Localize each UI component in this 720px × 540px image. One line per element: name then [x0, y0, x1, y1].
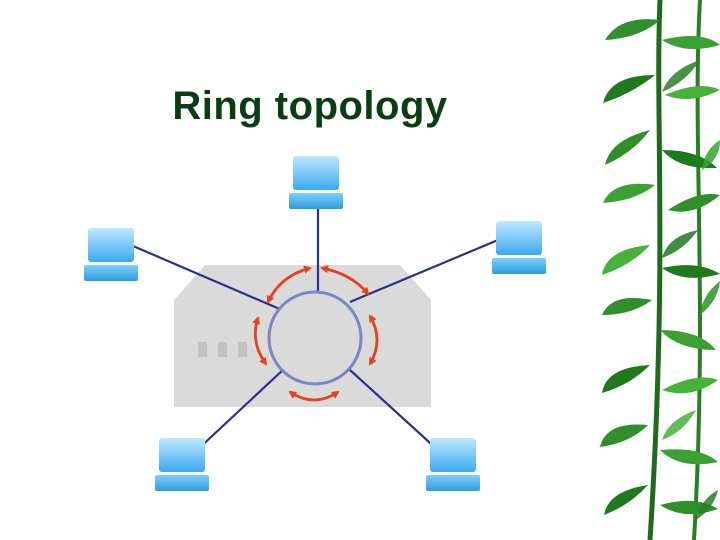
computer-icon: [159, 438, 205, 472]
cable-left: [132, 244, 283, 312]
computer-icon: [496, 221, 542, 255]
computer-right: [492, 221, 546, 274]
slide-title: Ring topology: [172, 84, 448, 128]
computer-left: [84, 228, 138, 281]
arrow-top-right: [320, 265, 370, 296]
cable-bottom-left: [194, 367, 286, 453]
computer-icon: [430, 438, 476, 472]
bamboo-leaves: [662, 60, 720, 520]
computer-bottom-right: [426, 438, 480, 491]
arrow-left: [252, 316, 268, 366]
ring-circle: [267, 290, 363, 386]
computer-top: [289, 156, 343, 209]
bamboo-stem: [692, 0, 702, 540]
arrow-bottom: [288, 390, 340, 402]
cable-right: [349, 238, 499, 304]
bamboo-border: [600, 0, 720, 540]
computer-icon: [88, 228, 134, 262]
network-cables: [132, 208, 499, 453]
bamboo-leaves: [600, 19, 720, 515]
arrow-top-left: [266, 265, 312, 304]
ring-direction-arrows: [252, 265, 379, 402]
cable-bottom-right: [349, 369, 441, 453]
bamboo-stem: [647, 0, 663, 540]
computer-bottom-left: [155, 438, 209, 491]
arrow-right: [368, 314, 379, 366]
hub-ports: [198, 342, 247, 357]
computer-icon: [293, 156, 339, 190]
